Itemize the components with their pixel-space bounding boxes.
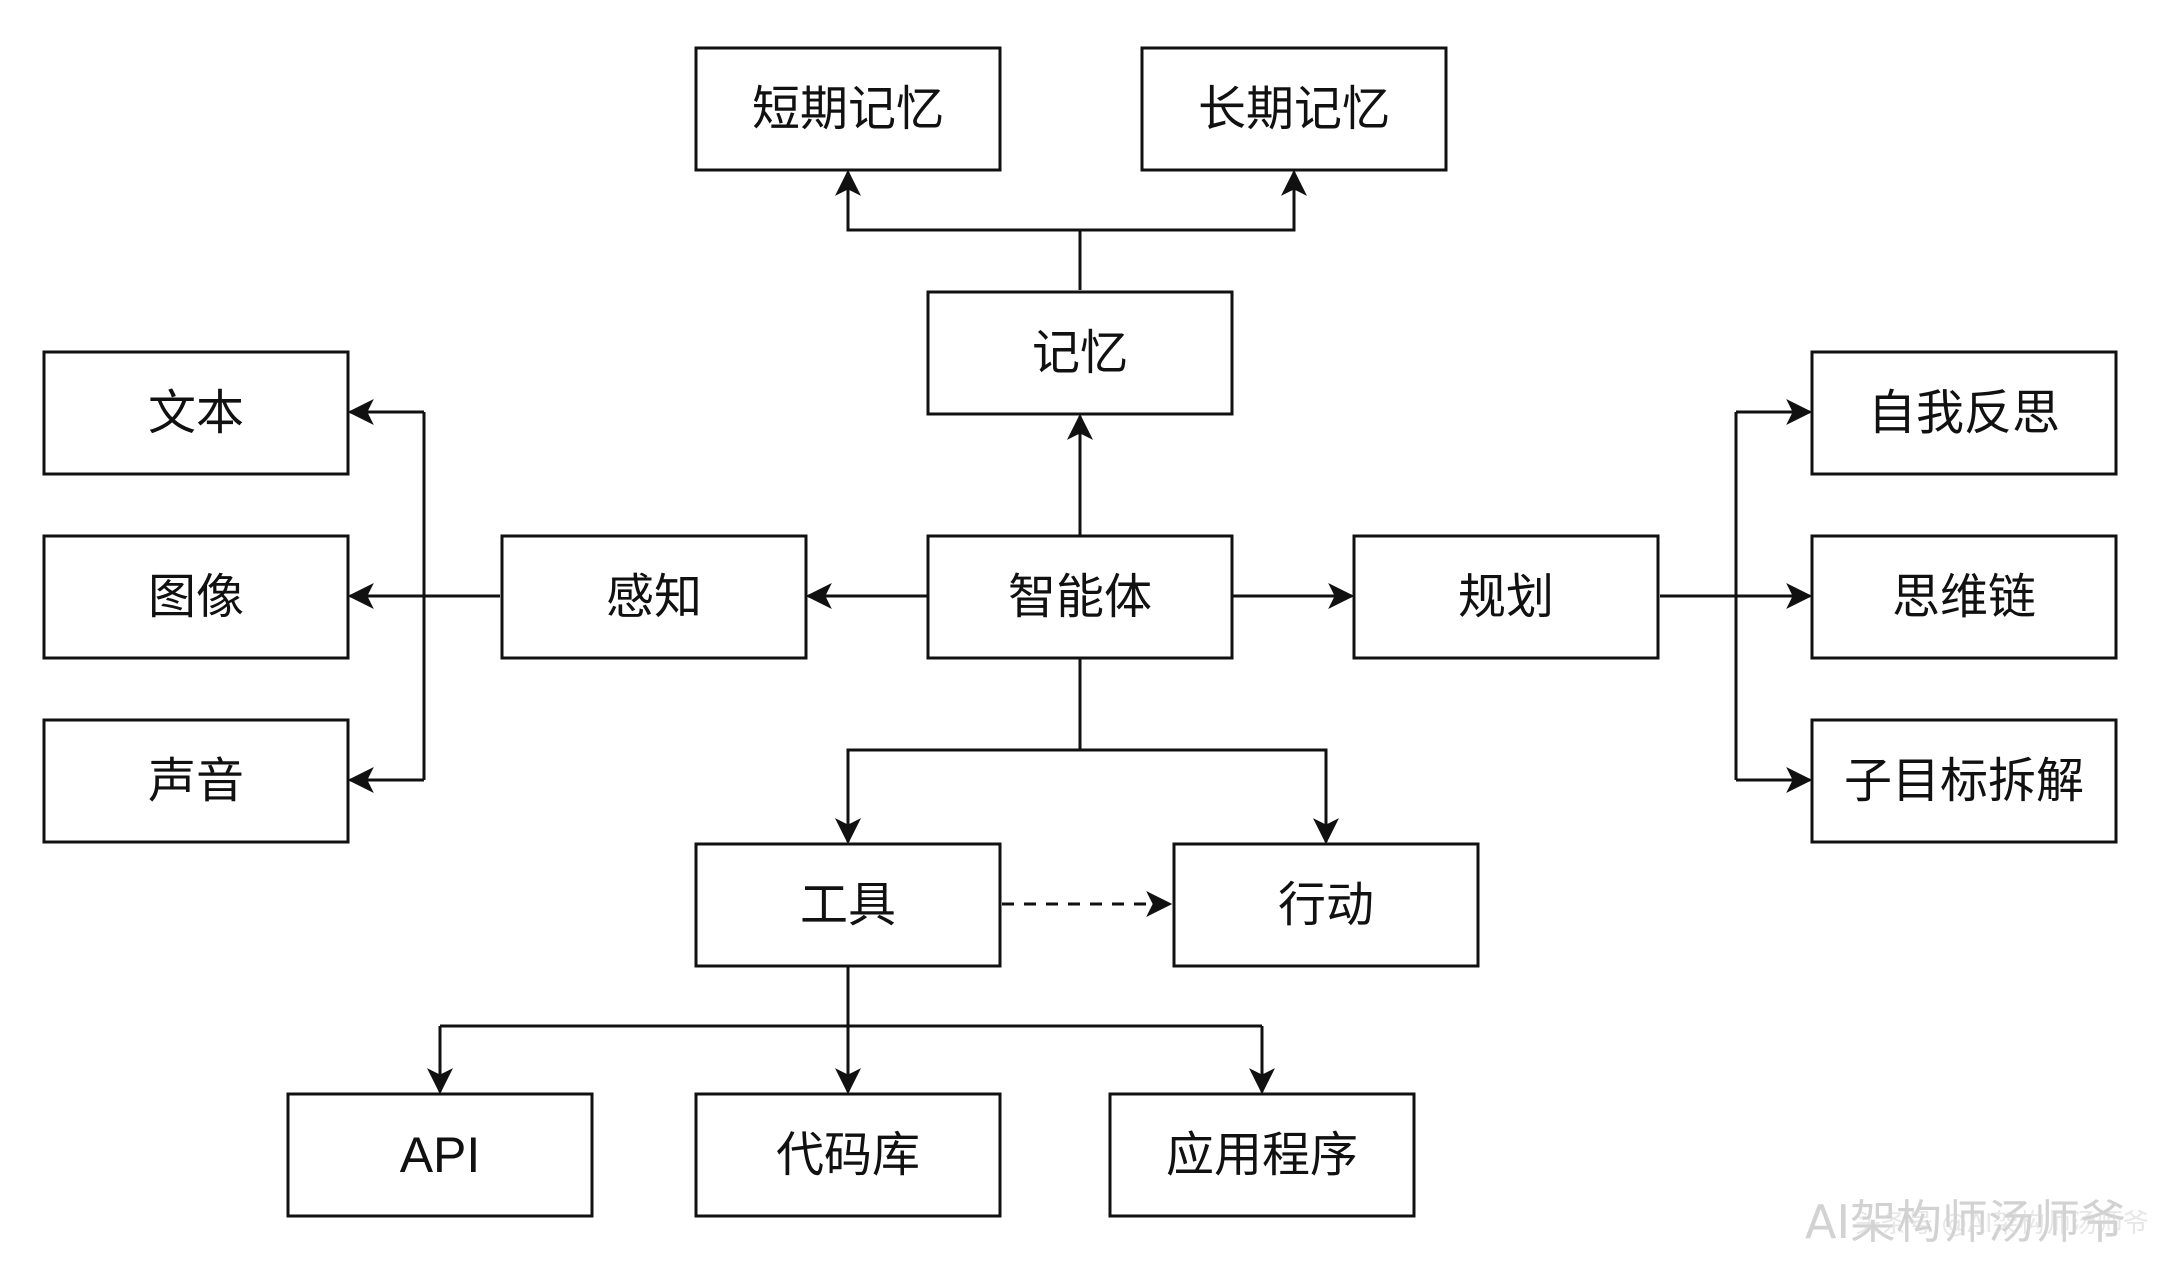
edge-memory-to-short-term-memory <box>835 169 1080 232</box>
node-api: API <box>286 1092 594 1218</box>
node-memory-label: 记忆 <box>1032 325 1128 381</box>
node-application-label: 应用程序 <box>1166 1127 1358 1183</box>
node-text-label: 文本 <box>148 385 244 441</box>
node-tools: 工具 <box>694 842 1002 968</box>
node-long-term-memory-label: 长期记忆 <box>1198 81 1390 137</box>
node-image: 图像 <box>42 534 350 660</box>
node-chain-of-thought-label: 思维链 <box>1892 569 2036 625</box>
node-codebase: 代码库 <box>694 1092 1002 1218</box>
watermark: AI架构师汤师爷 <box>1805 1195 2127 1249</box>
node-sound: 声音 <box>42 718 350 844</box>
node-perception-label: 感知 <box>606 569 702 625</box>
node-application: 应用程序 <box>1108 1092 1416 1218</box>
node-tools-label: 工具 <box>800 877 896 933</box>
node-text: 文本 <box>42 350 350 476</box>
node-subgoal-decomposition: 子目标拆解 <box>1810 718 2118 844</box>
node-memory: 记忆 <box>926 290 1234 416</box>
node-action: 行动 <box>1172 842 1480 968</box>
edge-agent-to-action <box>1080 748 1339 845</box>
node-short-term-memory: 短期记忆 <box>694 46 1002 172</box>
node-perception: 感知 <box>500 534 808 660</box>
node-action-label: 行动 <box>1278 877 1374 933</box>
nodes: 短期记忆 长期记忆 记忆 文本 图像 声音 感知 智能体 <box>42 46 2118 1218</box>
edges <box>347 169 1813 1095</box>
node-agent: 智能体 <box>926 534 1234 660</box>
node-planning-label: 规划 <box>1458 569 1554 625</box>
node-short-term-memory-label: 短期记忆 <box>752 81 944 137</box>
node-long-term-memory: 长期记忆 <box>1140 46 1448 172</box>
node-chain-of-thought: 思维链 <box>1810 534 2118 660</box>
node-codebase-label: 代码库 <box>776 1127 920 1183</box>
node-self-reflection-label: 自我反思 <box>1868 385 2060 441</box>
node-api-label: API <box>400 1127 481 1183</box>
watermark-overlay: 头条号 @AI架构师汤师爷 <box>1855 1209 2149 1239</box>
node-agent-label: 智能体 <box>1008 569 1152 625</box>
node-subgoal-decomposition-label: 子目标拆解 <box>1844 753 2084 809</box>
edge-memory-to-long-term-memory <box>1080 169 1307 232</box>
node-planning: 规划 <box>1352 534 1660 660</box>
node-sound-label: 声音 <box>148 753 244 809</box>
node-self-reflection: 自我反思 <box>1810 350 2118 476</box>
edge-agent-to-tools <box>835 748 1080 845</box>
node-image-label: 图像 <box>148 569 244 625</box>
